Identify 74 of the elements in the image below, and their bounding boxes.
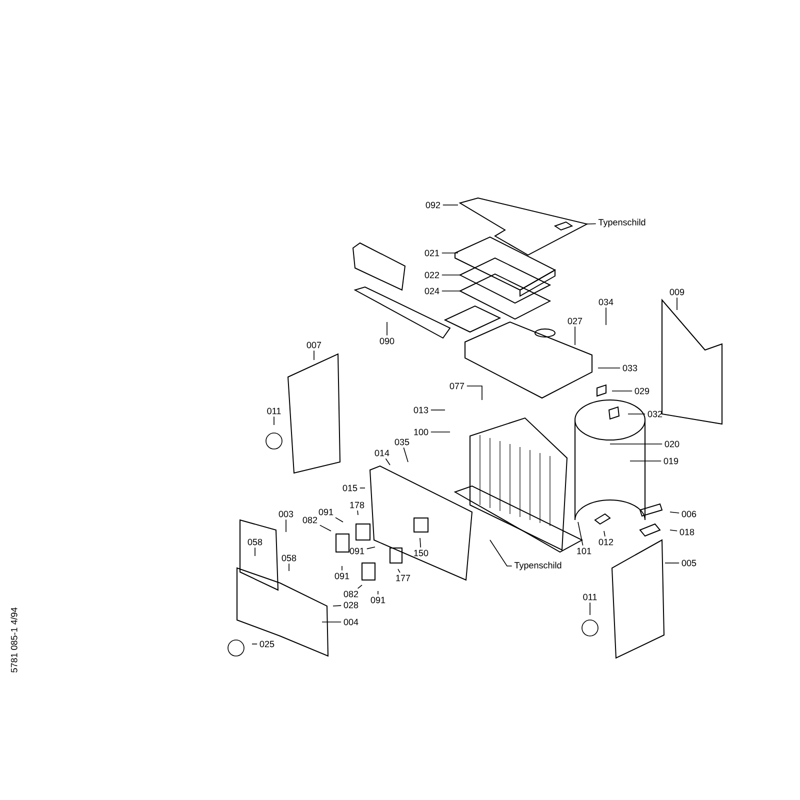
drawing-number: 5781 085-1 4/94 bbox=[10, 608, 18, 672]
part-label: Typenschild bbox=[514, 562, 562, 570]
callout-number: 020 bbox=[664, 440, 680, 448]
callout-number: 091 bbox=[370, 596, 386, 604]
callout-number: 092 bbox=[426, 202, 440, 208]
leader-line bbox=[442, 204, 458, 206]
callout-number: 034 bbox=[598, 298, 614, 306]
leader-line bbox=[254, 547, 256, 556]
leader-line bbox=[664, 562, 680, 564]
part-label: Typenschild bbox=[598, 218, 646, 228]
callout-number: 082 bbox=[302, 516, 318, 524]
callout-number: 091 bbox=[334, 572, 350, 580]
callout-number: 025 bbox=[260, 640, 274, 648]
callout-number: 011 bbox=[267, 408, 281, 414]
callout-number: 058 bbox=[282, 554, 296, 562]
leader-line bbox=[442, 274, 460, 276]
leader-line bbox=[386, 322, 388, 336]
leader-line bbox=[578, 522, 584, 546]
leader-line bbox=[403, 447, 408, 462]
leader-line bbox=[586, 223, 596, 224]
leader-line bbox=[332, 605, 342, 606]
callout-number: 091 bbox=[318, 508, 334, 516]
leader-line bbox=[574, 326, 576, 346]
leader-line bbox=[420, 538, 422, 548]
callout-number: 077 bbox=[450, 382, 464, 390]
leader-line bbox=[630, 460, 662, 462]
leader-line bbox=[385, 458, 390, 466]
leader-line bbox=[357, 510, 358, 516]
leader-line bbox=[670, 530, 678, 532]
leader-line bbox=[490, 540, 512, 566]
callout-number: 177 bbox=[396, 574, 410, 582]
callout-number: 012 bbox=[598, 538, 614, 546]
callout-number: 178 bbox=[350, 502, 364, 508]
callout-number: 022 bbox=[424, 272, 440, 278]
callout-number: 032 bbox=[648, 410, 662, 418]
callout-number: 004 bbox=[344, 618, 358, 626]
leader-line bbox=[288, 563, 290, 572]
leader-line bbox=[366, 546, 376, 550]
leader-line bbox=[466, 386, 482, 400]
callout-number: 100 bbox=[414, 428, 428, 436]
leader-line bbox=[442, 252, 458, 254]
leader-line bbox=[612, 390, 632, 392]
callout-number: 019 bbox=[664, 458, 678, 464]
callout-number: 058 bbox=[248, 538, 262, 546]
callout-number: 005 bbox=[682, 560, 696, 566]
callout-number: 006 bbox=[682, 510, 696, 518]
leader-line bbox=[357, 584, 362, 589]
callout-number: 007 bbox=[306, 342, 322, 348]
callout-number: 018 bbox=[680, 528, 694, 536]
leader-line bbox=[320, 524, 332, 532]
leader-line bbox=[398, 568, 400, 573]
callout-number: 027 bbox=[568, 318, 582, 324]
leader-line bbox=[604, 530, 606, 537]
callout-number: 101 bbox=[577, 548, 592, 554]
callout-number: 013 bbox=[414, 406, 428, 414]
callout-number: 003 bbox=[278, 510, 294, 518]
callout-number: 014 bbox=[374, 450, 390, 456]
callout-number: 091 bbox=[350, 548, 364, 554]
leader-line bbox=[676, 297, 678, 310]
callout-number: 035 bbox=[394, 438, 410, 446]
callout-number: 011 bbox=[583, 594, 597, 600]
leader-line bbox=[335, 517, 344, 522]
callout-number: 082 bbox=[344, 590, 358, 598]
callout-number: 033 bbox=[622, 364, 638, 372]
callout-number: 150 bbox=[414, 550, 428, 556]
leader-line bbox=[442, 290, 460, 292]
callout-number: 015 bbox=[342, 484, 358, 492]
leader-line bbox=[670, 512, 680, 514]
callout-number: 090 bbox=[380, 338, 394, 344]
callout-number: 029 bbox=[634, 388, 650, 394]
callout-number: 028 bbox=[344, 602, 358, 608]
callout-number: 009 bbox=[670, 288, 684, 296]
callout-number: 021 bbox=[424, 250, 440, 256]
callout-number: 024 bbox=[424, 288, 440, 294]
